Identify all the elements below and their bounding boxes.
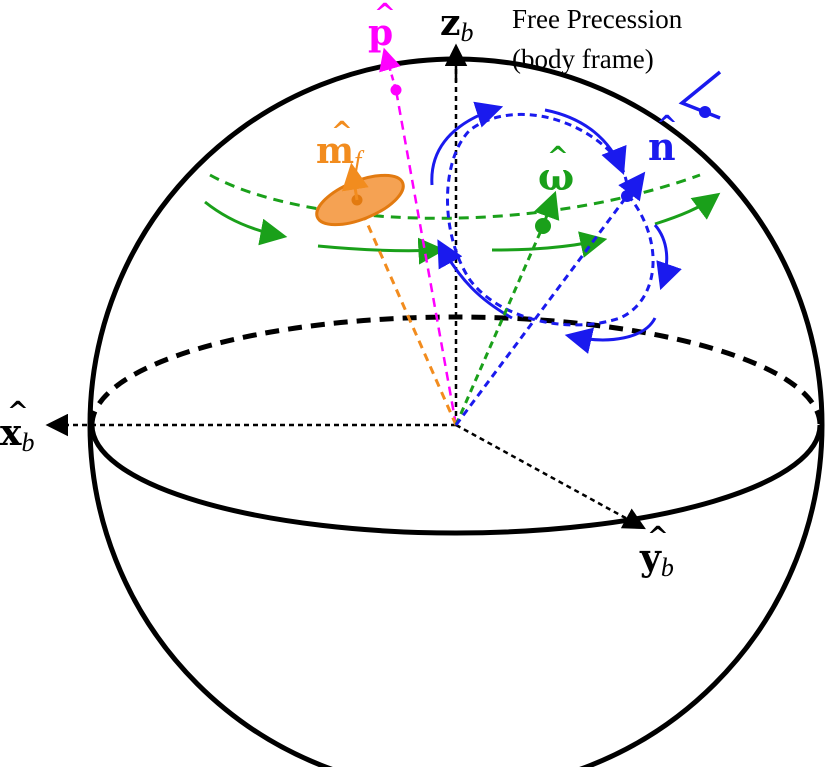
z-axis-label: zb (440, 2, 473, 47)
omega-arrow-4 (654, 192, 721, 226)
x-axis-hat: ^ (7, 397, 29, 427)
n-arrow-bottom (564, 317, 657, 354)
n-vector-tip (618, 171, 646, 202)
n-arrow-right (653, 224, 682, 291)
m-hat: ^ (331, 117, 353, 147)
y-axis-line (455, 423, 646, 530)
omega-label: ω (538, 154, 574, 199)
n-arrow-left (430, 101, 504, 186)
omega-vector-line (454, 225, 545, 426)
x-axis-label: xb (0, 412, 34, 457)
eye-icon (678, 70, 722, 120)
omega-arrow-2 (317, 237, 446, 265)
n-hat: ^ (656, 111, 678, 141)
omega-hat: ^ (547, 142, 569, 172)
omega-vector-tip (533, 190, 560, 227)
m-label: mf (316, 130, 365, 175)
m-vector-line (355, 199, 458, 426)
p-vector-tip (379, 47, 401, 91)
diagram-title-line2: (body frame) (512, 44, 654, 74)
p-label: p (368, 12, 393, 54)
n-label: n (648, 124, 676, 169)
p-hat: ^ (374, 0, 396, 29)
n-arrow-lower-left (437, 239, 513, 320)
diagram-title-line1: Free Precession (512, 4, 683, 34)
y-axis-hat: ^ (647, 522, 669, 552)
equator-front (89, 424, 823, 536)
p-vector-line (394, 89, 458, 426)
omega-arrow-3 (491, 231, 608, 258)
y-axis-label: yb (639, 537, 674, 582)
m-vector-tip (341, 162, 369, 201)
z-axis-hat: ^ (447, 0, 469, 19)
n-arrow-top (544, 108, 627, 176)
omega-arrow-1 (204, 200, 288, 246)
